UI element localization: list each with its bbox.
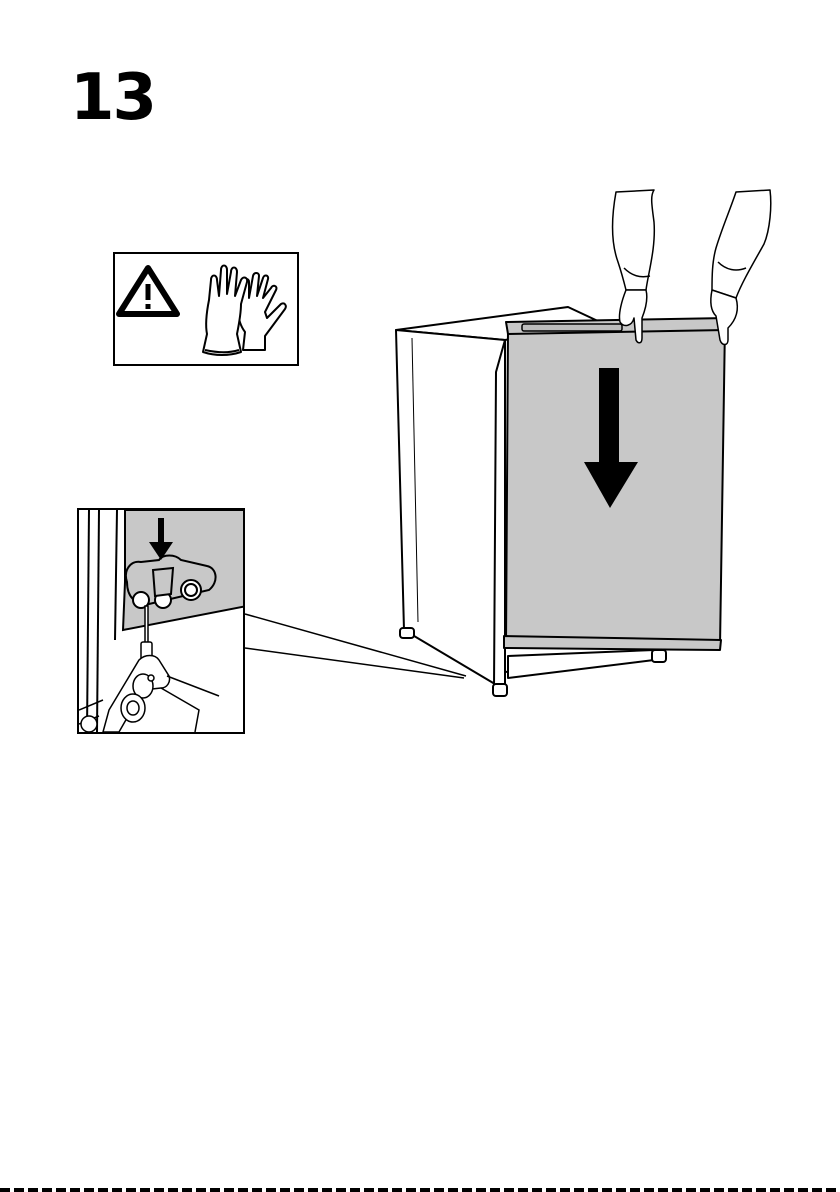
hinge-detail-inset bbox=[77, 508, 245, 734]
hinge-detail-illustration bbox=[79, 510, 243, 732]
page-bottom-rule bbox=[0, 1188, 840, 1192]
